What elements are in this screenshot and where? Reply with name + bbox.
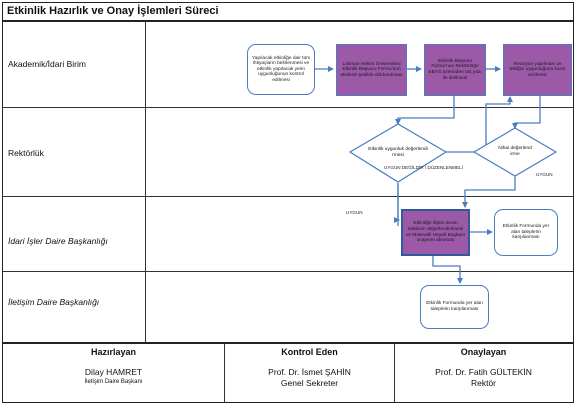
idari-process: Etkinliğe ilişkin ikram talebinin değerl…	[401, 209, 470, 256]
footer-approved: Onaylayan Prof. Dr. Fatih GÜLTEKİN Rektö…	[395, 346, 572, 402]
lane-label-akademik: Akademik/İdari Birim	[8, 59, 86, 69]
approved-heading: Onaylayan	[460, 347, 507, 357]
edge-approval-revise	[445, 96, 513, 153]
footer-column-divider	[224, 343, 225, 403]
lane-label-idari-isler: İdari İşler Daire Başkanlığı	[8, 236, 108, 246]
lane-label-iletisim: İletişim Daire Başkanlığı	[8, 297, 100, 307]
edge-label-suitable-final: UYGUN	[536, 172, 553, 177]
title-divider	[3, 20, 573, 22]
approval-decision-label: Etkinlik uygunluk değerlendi rmesi	[368, 147, 428, 158]
footer-column-divider	[394, 343, 395, 403]
controlled-name: Prof. Dr. İsmet ŞAHİN	[268, 367, 351, 377]
lane-separator	[3, 271, 573, 272]
edge-final-idari	[462, 176, 516, 208]
start-node: Yapılacak etkinliğe dair tüm ihtiyaçları…	[247, 44, 315, 95]
approval-decision: Etkinlik uygunluk değerlendi rmesi	[350, 124, 446, 182]
prepared-role: İletişim Daire Başkanı	[84, 379, 143, 385]
edge-idari-iletisim	[432, 256, 463, 284]
iletisim-end-node: Etkinlik Formunda yer alan taleplerin ka…	[420, 285, 489, 329]
final-decision-label: Nihai değerlend irme	[498, 146, 532, 157]
idari-end-node: Etkinlik Formunda yer alan taleplerin ka…	[494, 209, 558, 256]
approval-diamond	[348, 123, 448, 183]
prepared-name: Dilay HAMRET	[84, 367, 143, 377]
lane-label-divider	[145, 22, 146, 342]
edge-label-suitable-approval: UYGUN	[346, 210, 363, 215]
prepared-heading: Hazırlayan	[90, 347, 137, 357]
lane-label-rektorluk: Rektörlük	[8, 148, 44, 158]
revise-process: Revizyon yapılması ve tekliğin uygunluğu…	[503, 44, 572, 96]
page-title: Etkinlik Hazırlık ve Onay İşlemleri Süre…	[7, 5, 219, 17]
edge-label-not-suitable: UYGUN DEĞİLDİR / DÜZENLENMELİ	[384, 165, 463, 170]
footer-controlled: Kontrol Eden Prof. Dr. İsmet ŞAHİN Genel…	[225, 346, 394, 402]
form-process: Lokman Hekim Üniversitesi Etkinlik Başvu…	[336, 44, 407, 96]
lane-separator	[3, 107, 573, 108]
approved-name: Prof. Dr. Fatih GÜLTEKİN	[435, 367, 532, 377]
edge-revise-final	[512, 96, 541, 129]
edge-ebys-approval	[395, 96, 455, 125]
controlled-role: Genel Sekreter	[280, 378, 339, 388]
controlled-heading: Kontrol Eden	[281, 347, 338, 357]
footer-divider	[3, 342, 573, 344]
footer-prepared: Hazırlayan Dilay HAMRET İletişim Daire B…	[3, 346, 224, 402]
ebys-process: Etkinlik Başvuru Formu'nun Rektörlüğe EB…	[424, 44, 486, 96]
lane-separator	[3, 196, 573, 197]
final-diamond	[472, 127, 558, 177]
final-decision: Nihai değerlend irme	[474, 128, 556, 176]
approved-role: Rektör	[470, 378, 497, 388]
